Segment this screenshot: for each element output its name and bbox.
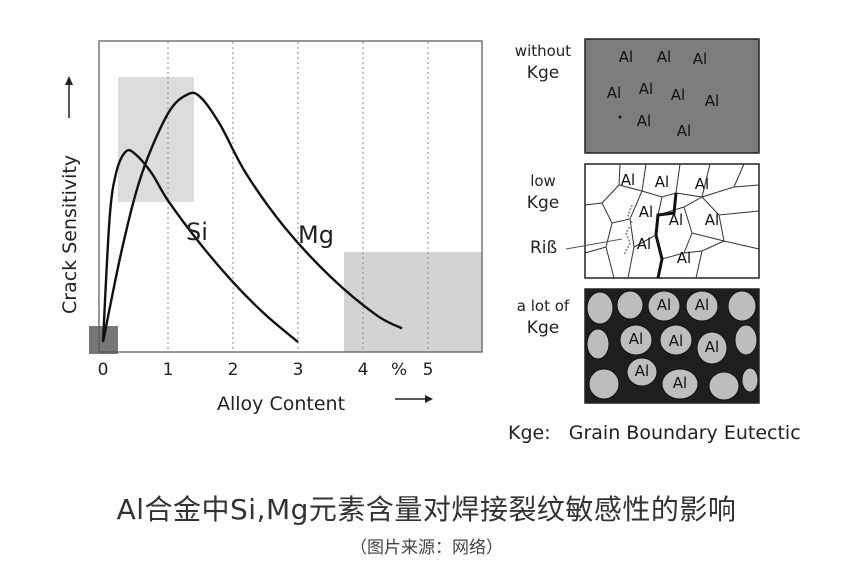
grain-label: Al bbox=[695, 296, 709, 314]
shade-region-high-content bbox=[344, 252, 482, 352]
x-tick-label: 2 bbox=[228, 360, 239, 380]
x-tick-label: 1 bbox=[163, 360, 174, 380]
legend-key: Kge: bbox=[508, 422, 551, 444]
grain-label: Al bbox=[621, 171, 635, 189]
panel-label-low-kge: low Kge bbox=[508, 170, 578, 214]
grain-label: Al bbox=[635, 362, 649, 380]
grain-label: Al bbox=[669, 332, 683, 350]
panel-label-line: low bbox=[530, 172, 556, 190]
mg-curve-label: Mg bbox=[298, 221, 334, 249]
caption-source: （图片来源：网络） bbox=[350, 538, 503, 558]
grain-label: Al bbox=[607, 84, 621, 102]
grain-label: Al bbox=[655, 173, 669, 191]
x-tick-label: 3 bbox=[293, 360, 304, 380]
grain-label: Al bbox=[637, 235, 651, 253]
crack-annotation-pointer bbox=[566, 238, 623, 250]
unit-label: % bbox=[391, 360, 407, 380]
crack-sensitivity-chart: Si Mg 0 1 2 3 4 5 % Alloy Content Crack Sensi… bbox=[59, 40, 483, 415]
panel-label-line: Kge bbox=[526, 63, 560, 83]
legend-value: Grain Boundary Eutectic bbox=[568, 422, 801, 444]
plot-frame bbox=[98, 40, 483, 353]
grain-label: Al bbox=[695, 175, 709, 193]
panel-label-line: Kge bbox=[526, 318, 560, 338]
grid-lines bbox=[167, 42, 429, 352]
si-curve bbox=[101, 148, 299, 343]
kge-legend: Kge: Grain Boundary Eutectic bbox=[508, 422, 801, 444]
grain-label: Al bbox=[619, 48, 633, 66]
grain-label: Al bbox=[669, 211, 683, 229]
crack-annotation: Riß bbox=[530, 238, 558, 258]
grain-label: Al bbox=[657, 296, 671, 314]
x-tick-label: 4 bbox=[358, 360, 369, 380]
x-tick-label: 5 bbox=[423, 360, 434, 380]
si-curve-label: Si bbox=[186, 218, 208, 246]
grain-label: Al bbox=[657, 48, 671, 66]
panel-label-line: Kge bbox=[526, 193, 560, 213]
panel-label-lot-kge: a lot of Kge bbox=[508, 295, 578, 339]
y-axis-label: Crack Sensitivity bbox=[59, 155, 81, 314]
grain-label: Al bbox=[637, 112, 651, 130]
caption-title: Al合金中Si,Mg元素含量对焊接裂纹敏感性的影响 bbox=[116, 493, 737, 526]
grain-label: Al bbox=[705, 92, 719, 110]
y-axis-arrow bbox=[65, 76, 73, 118]
grain-label: Al bbox=[639, 203, 653, 221]
grain-label: Al bbox=[677, 122, 691, 140]
x-tick-labels: 0 1 2 3 4 5 bbox=[98, 360, 434, 380]
x-tick-label: 0 bbox=[98, 360, 109, 380]
grain-label: Al bbox=[629, 330, 643, 348]
grain-label: Al bbox=[677, 249, 691, 267]
panel-label-line: a lot of bbox=[516, 297, 570, 315]
grain-label: Al bbox=[639, 80, 653, 98]
mg-curve bbox=[101, 91, 403, 343]
grain-label: Al bbox=[693, 50, 707, 68]
grain-label: Al bbox=[671, 86, 685, 104]
legend-gap bbox=[551, 422, 569, 444]
grain-label: Al bbox=[705, 338, 719, 356]
panel-label-without-kge: without Kge bbox=[508, 40, 578, 84]
panel-label-line: without bbox=[514, 42, 572, 60]
x-axis-arrow bbox=[395, 395, 433, 403]
grain-label: Al bbox=[673, 374, 687, 392]
x-axis-label: Alloy Content bbox=[217, 393, 345, 415]
grain-label: Al bbox=[705, 211, 719, 229]
